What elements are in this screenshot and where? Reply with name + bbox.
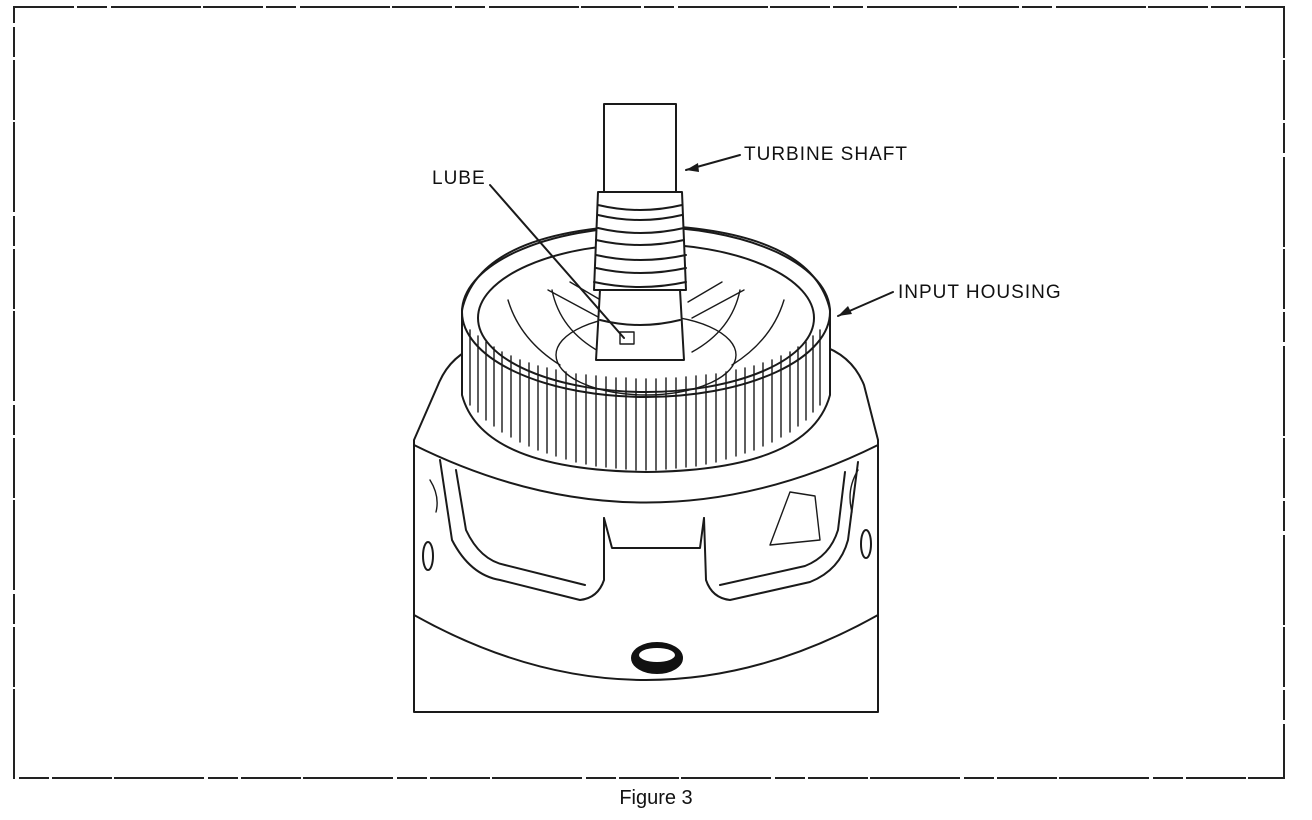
turbine-shaft bbox=[593, 103, 687, 361]
input-housing-label: INPUT HOUSING bbox=[898, 282, 1062, 303]
lube-label: LUBE bbox=[432, 168, 486, 189]
leader-lines bbox=[489, 154, 894, 339]
figure-border bbox=[13, 6, 1285, 779]
turbine-shaft-label: TURBINE SHAFT bbox=[744, 144, 908, 165]
figure-caption: Figure 3 bbox=[619, 787, 693, 809]
